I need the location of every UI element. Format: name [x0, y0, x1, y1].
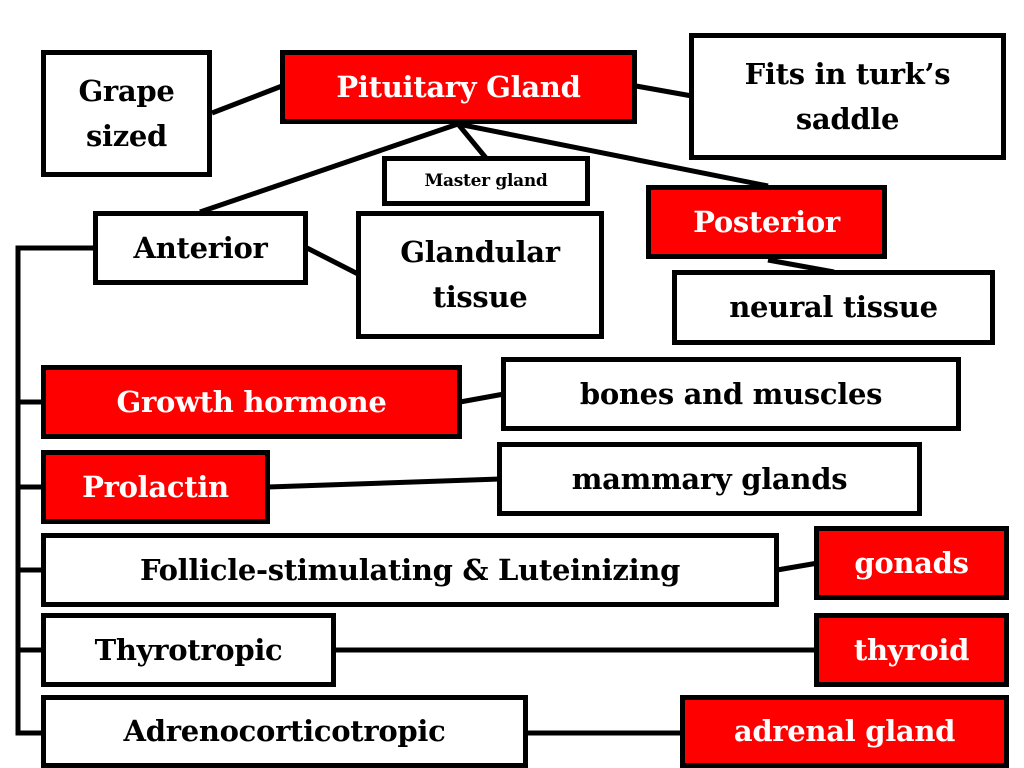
- adrenal-gland-node: adrenal gland: [680, 695, 1009, 768]
- connector-pituitary-posterior: [457, 121, 769, 189]
- connector-grape-pituitary: [211, 83, 283, 116]
- pituitary-gland-label: Pituitary Gland: [336, 69, 581, 104]
- grape-sized-label: Grape sized: [78, 73, 175, 153]
- connector-anterior-glandular: [305, 245, 360, 277]
- neural-tissue-node: neural tissue: [672, 270, 995, 345]
- master-gland-node: Master gland: [382, 156, 590, 206]
- fsh-lh-node: Follicle-stimulating & Luteinizing: [41, 533, 779, 607]
- thyrotropic-label: Thyrotropic: [94, 632, 283, 667]
- connector-pituitary-turk: [635, 83, 693, 99]
- gonads-label: gonads: [854, 545, 969, 580]
- adrenocorticotropic-node: Adrenocorticotropic: [41, 695, 528, 768]
- mammary-glands-label: mammary glands: [571, 461, 848, 496]
- thyroid-label: thyroid: [853, 632, 970, 667]
- growth-hormone-label: Growth hormone: [116, 384, 387, 419]
- thyroid-node: thyroid: [814, 613, 1009, 687]
- adrenal-gland-label: adrenal gland: [733, 714, 956, 749]
- thyrotropic-node: Thyrotropic: [41, 613, 336, 687]
- glandular-tissue-label: Glandular tissue: [400, 235, 560, 314]
- connector-anterior-bracket: [15, 245, 95, 736]
- connector-growth-bones: [459, 391, 505, 405]
- bones-muscles-label: bones and muscles: [579, 376, 883, 411]
- anterior-node: Anterior: [93, 211, 308, 285]
- adrenocorticotropic-label: Adrenocorticotropic: [123, 714, 446, 749]
- mammary-glands-node: mammary glands: [497, 442, 922, 516]
- connector-pituitary-anterior: [199, 121, 459, 215]
- connector-prolactin-mammary: [267, 476, 501, 490]
- growth-hormone-node: Growth hormone: [41, 365, 462, 439]
- connector-pituitary-master: [456, 122, 488, 160]
- pituitary-gland-node: Pituitary Gland: [280, 50, 637, 124]
- bones-muscles-node: bones and muscles: [501, 357, 961, 431]
- prolactin-label: Prolactin: [82, 469, 229, 504]
- connector-fsh-gonads: [776, 560, 819, 573]
- fsh-lh-label: Follicle-stimulating & Luteinizing: [139, 552, 681, 587]
- prolactin-node: Prolactin: [41, 450, 270, 524]
- gonads-node: gonads: [814, 526, 1009, 600]
- turk-saddle-node: Fits in turk’s saddle: [689, 33, 1006, 160]
- master-gland-label: Master gland: [424, 170, 548, 191]
- glandular-tissue-node: Glandular tissue: [356, 211, 604, 339]
- grape-sized-node: Grape sized: [41, 50, 212, 177]
- neural-tissue-label: neural tissue: [729, 290, 938, 325]
- posterior-label: Posterior: [693, 204, 840, 239]
- anterior-label: Anterior: [133, 230, 268, 265]
- turk-saddle-label: Fits in turk’s saddle: [744, 56, 951, 136]
- posterior-node: Posterior: [646, 185, 887, 259]
